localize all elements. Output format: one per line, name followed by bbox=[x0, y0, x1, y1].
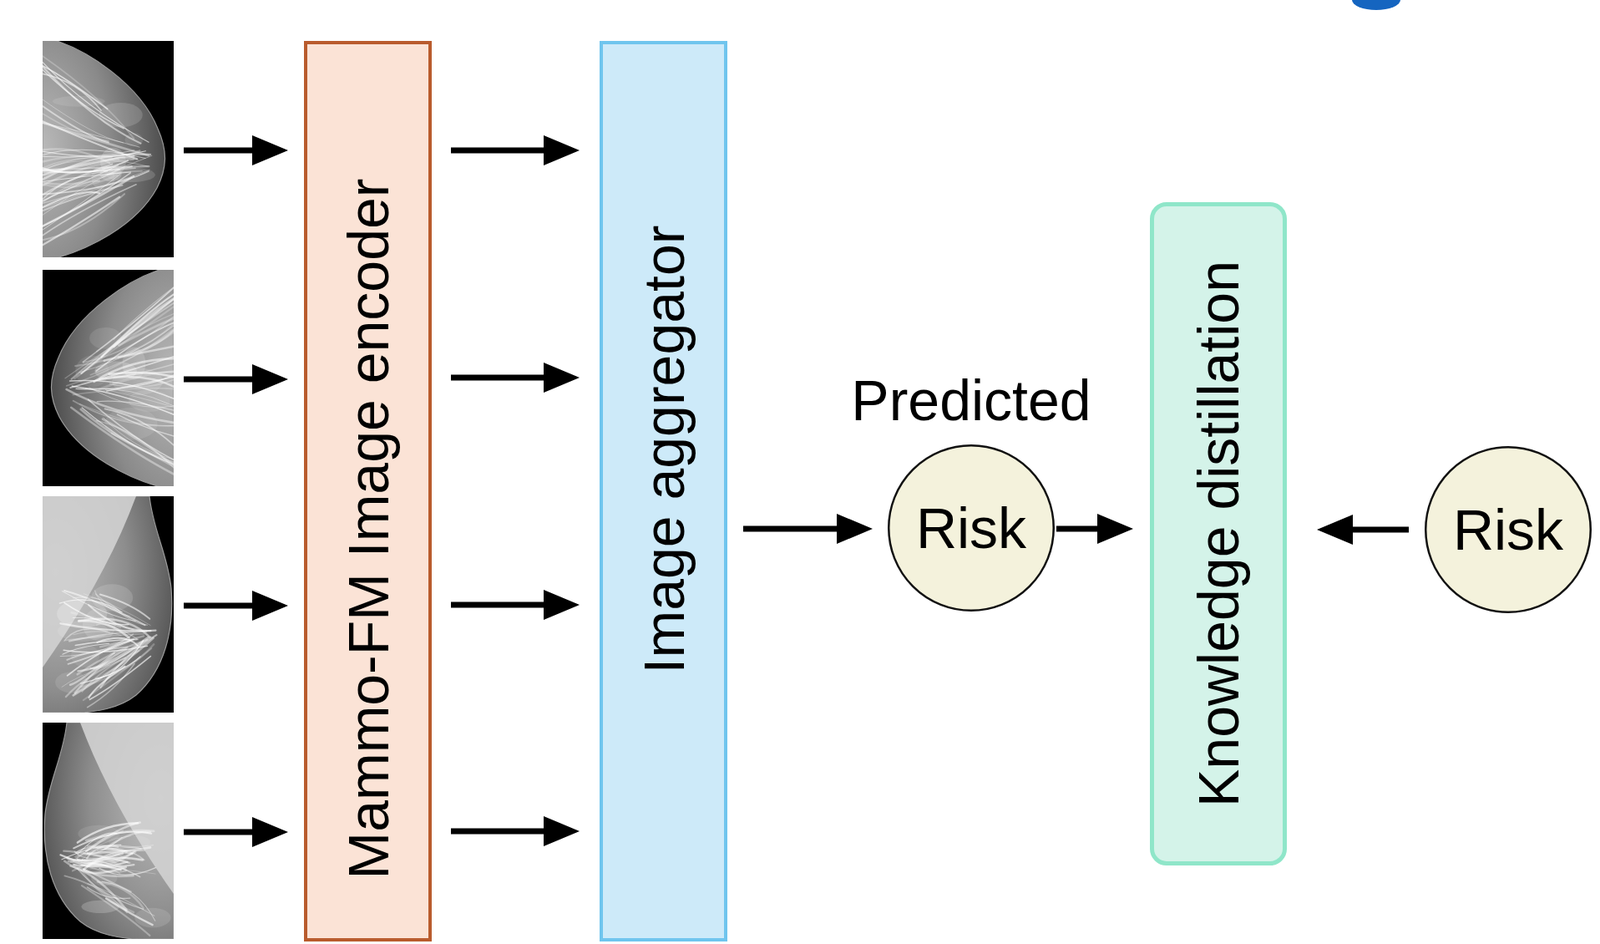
tissue-strand bbox=[70, 407, 174, 475]
node-label: Mammo-FM Image encoder bbox=[334, 177, 400, 879]
dense-tissue bbox=[125, 132, 144, 147]
dense-tissue bbox=[89, 327, 122, 350]
dense-tissue bbox=[108, 835, 151, 849]
flow-arrow bbox=[450, 147, 544, 154]
image-content bbox=[44, 722, 174, 939]
dense-tissue bbox=[91, 583, 133, 611]
encoder-box: Mammo-FM Image encoder bbox=[303, 40, 432, 942]
image-orientation bbox=[44, 722, 174, 939]
image-content bbox=[50, 269, 174, 487]
image-orientation bbox=[42, 496, 173, 713]
breast-shape bbox=[44, 722, 174, 939]
tissue-strand bbox=[81, 407, 174, 465]
flow-arrow bbox=[450, 602, 544, 608]
image-orientation bbox=[50, 269, 174, 487]
tissue-strand bbox=[42, 180, 100, 201]
dense-tissue bbox=[104, 407, 157, 441]
image-content bbox=[42, 40, 166, 258]
circle-shape bbox=[888, 445, 1054, 611]
dense-tissue bbox=[70, 644, 100, 668]
dense-tissue bbox=[92, 848, 126, 868]
dense-tissue bbox=[128, 389, 171, 411]
input-arrow bbox=[183, 829, 253, 836]
tissue-strand bbox=[42, 61, 149, 142]
tissue-strand bbox=[118, 318, 174, 345]
breast-tissue bbox=[65, 287, 174, 475]
image-orientation bbox=[42, 40, 166, 258]
breast-shape bbox=[42, 40, 166, 258]
circle-shape bbox=[1425, 446, 1591, 613]
mammogram-image bbox=[42, 36, 174, 262]
dense-tissue bbox=[55, 671, 88, 693]
dense-tissue bbox=[107, 641, 140, 658]
input-arrow bbox=[183, 602, 253, 609]
node-label: Image aggregator bbox=[630, 225, 696, 674]
image-content bbox=[42, 496, 173, 713]
logo-fragment bbox=[1351, 0, 1401, 11]
tissue-strand bbox=[73, 864, 132, 892]
breast-tissue bbox=[60, 722, 174, 936]
flow-arrow bbox=[1352, 526, 1409, 533]
risk-circle: Risk bbox=[1424, 445, 1592, 613]
dense-tissue bbox=[122, 346, 147, 380]
input-arrow bbox=[183, 147, 253, 154]
breast-tissue bbox=[42, 55, 156, 245]
flow-arrow bbox=[1056, 526, 1098, 532]
risk-circle: PredictedRisk bbox=[887, 444, 1055, 612]
breast-shape bbox=[50, 269, 174, 487]
mammogram-image bbox=[42, 722, 174, 939]
node-label: Risk bbox=[916, 495, 1027, 561]
breast-shape bbox=[42, 496, 173, 713]
flow-arrow bbox=[743, 526, 837, 532]
image-background bbox=[42, 722, 174, 939]
node-label: Knowledge distillation bbox=[1185, 260, 1251, 807]
tissue-strand bbox=[42, 155, 152, 215]
tissue-strand bbox=[42, 106, 109, 142]
breast-tissue bbox=[42, 496, 157, 708]
tissue-strand bbox=[81, 885, 150, 936]
mammogram-image bbox=[42, 496, 174, 713]
dense-tissue bbox=[82, 607, 117, 641]
node-heading: Predicted bbox=[850, 367, 1091, 433]
tissue-strand bbox=[90, 637, 151, 669]
dense-tissue bbox=[52, 96, 105, 107]
dense-tissue bbox=[81, 900, 119, 913]
flow-arrow bbox=[450, 374, 544, 381]
input-arrow bbox=[183, 376, 253, 383]
tissue-strand bbox=[90, 656, 152, 700]
mammogram-image bbox=[42, 265, 174, 491]
flow-arrow bbox=[450, 828, 544, 835]
tissue-strand bbox=[42, 185, 123, 212]
dense-tissue bbox=[99, 102, 143, 127]
dense-tissue bbox=[134, 907, 171, 928]
node-label: Risk bbox=[1453, 496, 1564, 563]
aggregator-box: Image aggregator bbox=[599, 40, 728, 942]
image-background bbox=[42, 496, 174, 713]
dense-tissue bbox=[106, 167, 156, 183]
distillation-box: Knowledge distillation bbox=[1149, 202, 1287, 866]
dense-tissue bbox=[91, 870, 117, 886]
